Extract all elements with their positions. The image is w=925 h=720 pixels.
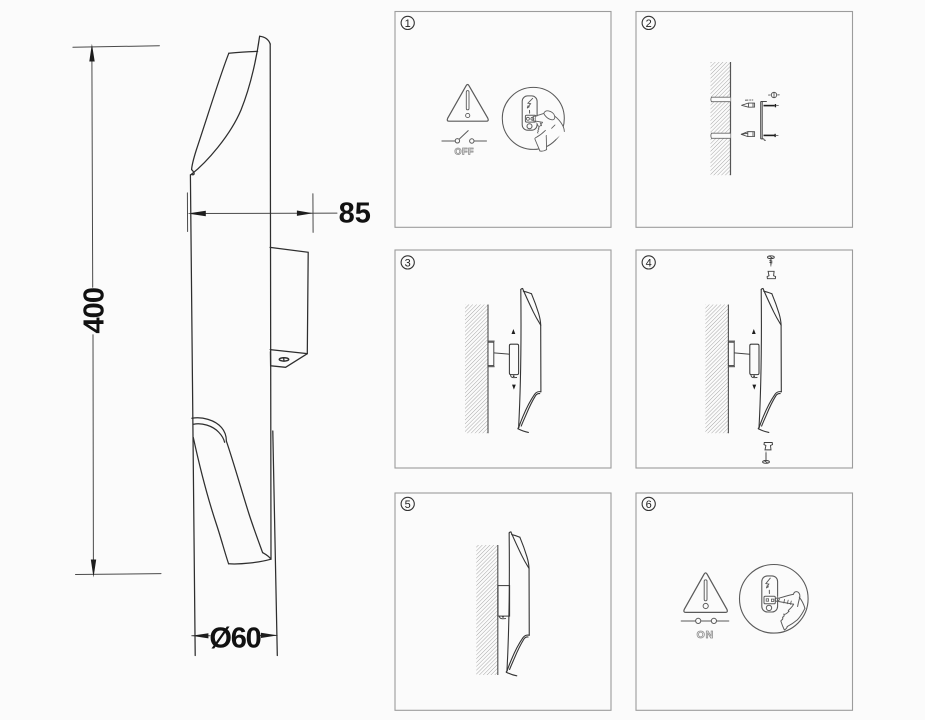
svg-text:3: 3 xyxy=(405,257,411,269)
svg-text:Ø60: Ø60 xyxy=(209,623,260,655)
svg-text:OFF: OFF xyxy=(455,147,475,157)
svg-text:2: 2 xyxy=(646,18,652,30)
svg-text:6: 6 xyxy=(646,499,652,511)
svg-text:5: 5 xyxy=(405,499,411,511)
svg-text:1: 1 xyxy=(405,18,411,30)
svg-text:85: 85 xyxy=(339,197,371,229)
svg-text:400: 400 xyxy=(78,288,110,334)
svg-text:4: 4 xyxy=(646,257,652,269)
svg-text:ON: ON xyxy=(697,629,714,641)
